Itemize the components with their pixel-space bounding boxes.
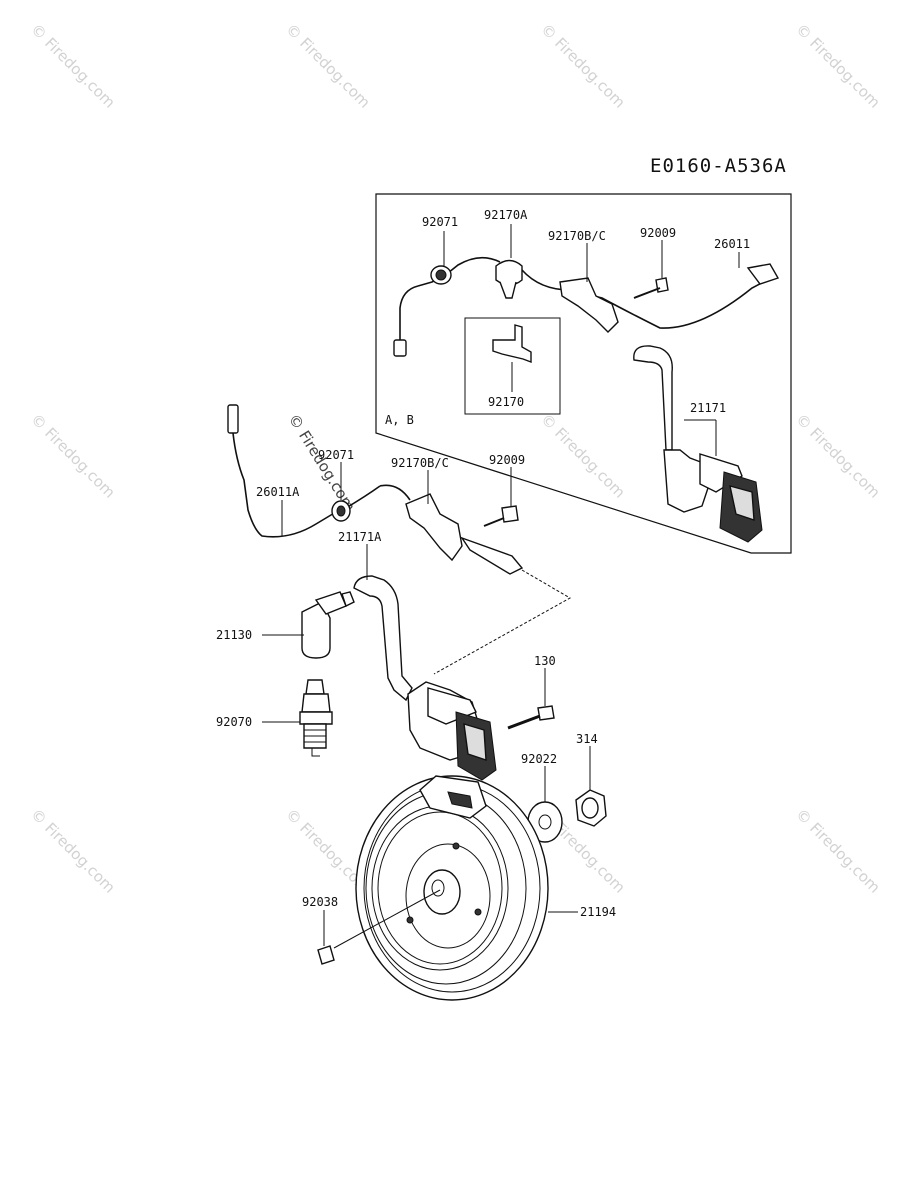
label-92170: 92170: [488, 395, 524, 409]
label-21194: 21194: [580, 905, 616, 919]
label-21130: 21130: [216, 628, 252, 642]
watermark: © Firedog.com: [27, 805, 119, 897]
label-92022: 92022: [521, 752, 557, 766]
inset-label: A, B: [385, 413, 414, 427]
label-92170BC-mid: 92170B/C: [391, 456, 449, 470]
watermark: © Firedog.com: [537, 20, 629, 112]
label-21171: 21171: [690, 401, 726, 415]
diagram-code: E0160-A536A: [650, 155, 787, 177]
label-92170BC-top: 92170B/C: [548, 229, 606, 243]
label-92070: 92070: [216, 715, 252, 729]
watermark: © Firedog.com: [792, 410, 884, 502]
inset-parts: [393, 256, 780, 543]
watermark: © Firedog.com: [792, 20, 884, 112]
main-parts: [227, 404, 607, 1001]
label-92071-top: 92071: [422, 215, 458, 229]
watermark: © Firedog.com: [282, 20, 374, 112]
bracket-92170: [492, 324, 532, 364]
label-92038: 92038: [302, 895, 338, 909]
watermark: © Firedog.com: [792, 805, 884, 897]
watermark: © Firedog.com: [537, 410, 629, 502]
inset-box: [375, 193, 792, 554]
label-314: 314: [576, 732, 598, 746]
detail-box: [464, 317, 561, 415]
label-26011A: 26011A: [256, 485, 300, 499]
label-92009-mid: 92009: [489, 453, 525, 467]
watermark-center: © Firedog.com: [285, 411, 359, 515]
label-92170A: 92170A: [484, 208, 528, 222]
watermark: © Firedog.com: [27, 20, 119, 112]
watermark: © Firedog.com: [27, 410, 119, 502]
label-92009-top: 92009: [640, 226, 676, 240]
label-130: 130: [534, 654, 556, 668]
label-26011: 26011: [714, 237, 750, 251]
label-92071-mid: 92071: [318, 448, 354, 462]
label-21171A: 21171A: [338, 530, 382, 544]
